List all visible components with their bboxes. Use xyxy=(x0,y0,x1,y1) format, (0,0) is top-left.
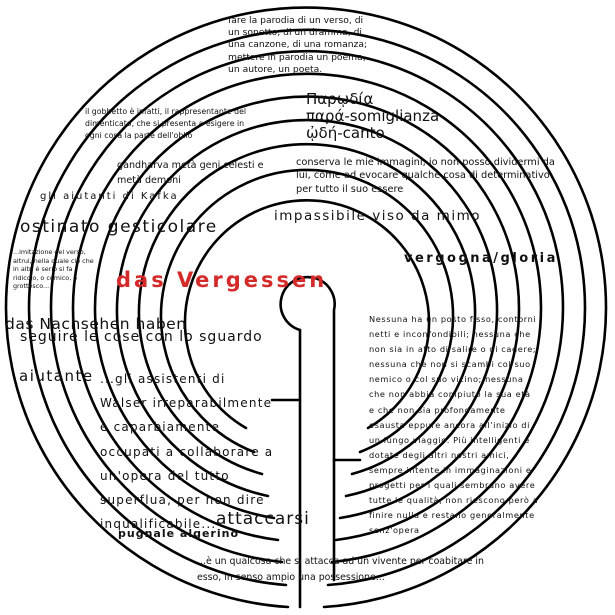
maze-center xyxy=(279,275,336,609)
das-vergessen: das Vergessen xyxy=(116,268,328,292)
nessuna-text: Nessuna ha un posto fisso, contorni nett… xyxy=(369,314,539,536)
parodia-definition: fare la parodia di un verso, di un sonet… xyxy=(228,15,368,75)
maze-ring-5 xyxy=(93,95,521,520)
maze-ring-9 xyxy=(183,199,431,430)
assistenti-walser: ...gli assistenti di Walser irreparabilm… xyxy=(100,372,274,532)
maze-ring-1 xyxy=(4,6,608,609)
seguire-lo-sguardo: seguire le cose con lo sguardo xyxy=(20,329,263,345)
imitazione-text: ...imitazione del verso, altrui, nella q… xyxy=(13,248,94,291)
conserva-text: conserva le mie immagini, io non posso d… xyxy=(296,157,555,195)
impassibile-viso: impassibile viso da mimo xyxy=(274,208,481,224)
maze-ring-4 xyxy=(71,72,543,542)
ostinato-gesticolare: ostinato gesticolare xyxy=(20,217,218,237)
vergogna-gloria: vergogna/gloria xyxy=(404,251,558,266)
maze-ring-6 xyxy=(115,118,499,498)
maze-ring-8 xyxy=(159,168,455,454)
greek-para: παρά-somiglianza xyxy=(306,107,440,125)
greek-ode: ᾠδή-canto xyxy=(306,124,385,142)
qualcosa-text: ...è un qualcosa che si attacca ad un vi… xyxy=(197,556,484,583)
attaccarsi: attaccarsi xyxy=(216,509,310,529)
das-nachsehen-haben: das Nachsehen haben xyxy=(5,315,187,333)
maze-ring-2 xyxy=(27,28,587,587)
maze-ring-7 xyxy=(137,142,477,476)
aiutanti-kafka: gli aiutanti di Kafka xyxy=(40,191,179,202)
pugnale-algerino: pugnale algerino xyxy=(118,527,240,540)
gobbetto-text: il gobbetto è infatti, il rappresentante… xyxy=(85,107,247,140)
gandharva-text: gandharva metà geni celesti e metà demon… xyxy=(117,160,264,186)
greek-parodia: Παρῳδία xyxy=(306,90,374,108)
aiutante-word: aiutante xyxy=(19,367,94,385)
maze-ring-3 xyxy=(49,50,565,564)
